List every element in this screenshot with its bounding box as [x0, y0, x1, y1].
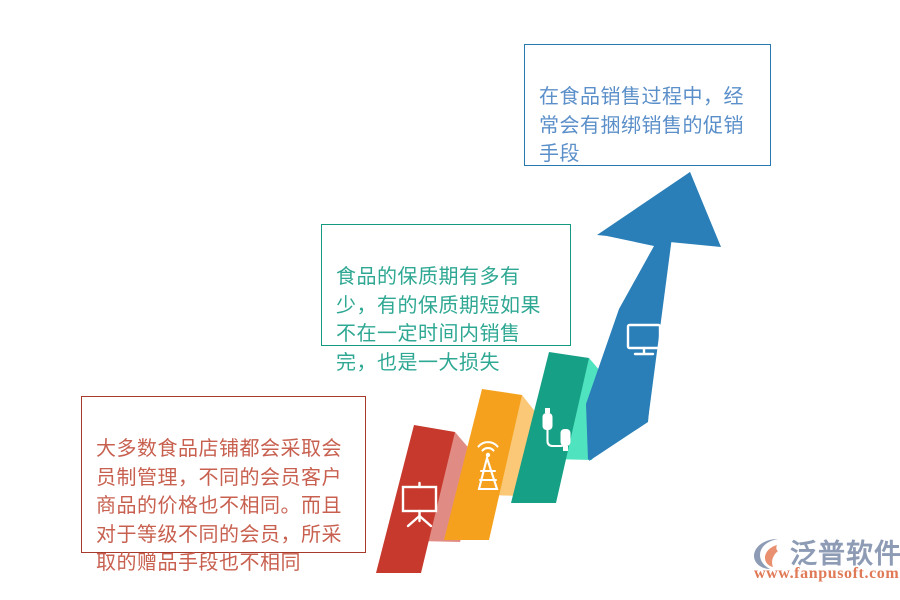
arrow-shape [586, 172, 720, 460]
presentation-board-icon [401, 481, 438, 528]
step-1 [376, 425, 484, 573]
brand-url: www.fanpusoft.com [754, 565, 900, 582]
step-2-body [444, 389, 522, 540]
step-1-accent [418, 432, 484, 542]
step-3 [511, 352, 618, 503]
arrow-head [597, 172, 721, 247]
callout-membership: 大多数食品店铺都会采取会员制管理，不同的会员客户商品的价格也不相同。而且对于等级… [81, 396, 366, 574]
growth-arrow [586, 172, 721, 461]
callout-shelf-life: 食品的保质期有多有少，有的保质期短如果不在一定时间内销售完，也是一大损失 [321, 224, 571, 374]
step-2-accent [485, 395, 548, 496]
arrow-body [589, 247, 663, 461]
broadcast-tower-icon [477, 441, 499, 491]
step-3-accent [551, 358, 618, 460]
callout-red-text: 大多数食品店铺都会采取会员制管理，不同的会员客户商品的价格也不相同。而且对于等级… [96, 438, 342, 574]
callout-blue-text: 在食品销售过程中，经常会有捆绑销售的促销手段 [539, 86, 744, 166]
fanpu-logo-icon [754, 539, 778, 569]
callout-green-text: 食品的保质期有多有少，有的保质期短如果不在一定时间内销售完，也是一大损失 [336, 266, 541, 374]
brand-watermark: 泛普软件 www.fanpusoft.com [752, 532, 900, 590]
usb-cable-icon [542, 408, 571, 451]
callout-bundled-sales: 在食品销售过程中，经常会有捆绑销售的促销手段 [524, 44, 771, 166]
step-1-body [376, 425, 455, 573]
step-2 [444, 389, 548, 540]
step-3-body [511, 352, 589, 503]
brand-name: 泛普软件 [790, 539, 900, 569]
monitor-icon [626, 323, 662, 356]
